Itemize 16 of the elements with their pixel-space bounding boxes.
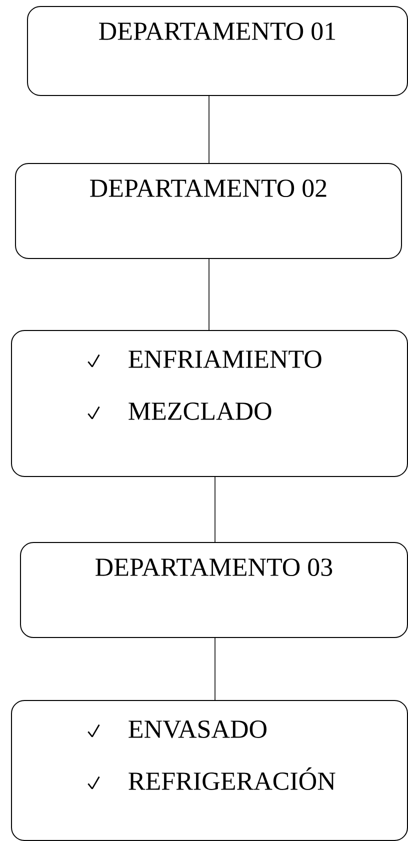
- list-item: ENFRIAMIENTO: [128, 350, 322, 368]
- list-item: MEZCLADO: [128, 402, 272, 420]
- connector-line: [214, 638, 216, 700]
- rounded-box: [11, 700, 408, 841]
- connector-line: [214, 476, 216, 542]
- rounded-box: [20, 542, 408, 638]
- box-title: DEPARTAMENTO 01: [99, 22, 336, 40]
- rounded-box: [11, 330, 408, 477]
- connector-line: [208, 258, 210, 330]
- list-item: REFRIGERACIÓN: [128, 767, 336, 790]
- connector-line: [208, 96, 210, 164]
- box-title: DEPARTAMENTO 02: [90, 180, 326, 198]
- rounded-box: [27, 6, 408, 96]
- rounded-box: [15, 163, 402, 259]
- box-title: DEPARTAMENTO 03: [96, 558, 332, 576]
- list-item: ENVASADO: [128, 720, 266, 738]
